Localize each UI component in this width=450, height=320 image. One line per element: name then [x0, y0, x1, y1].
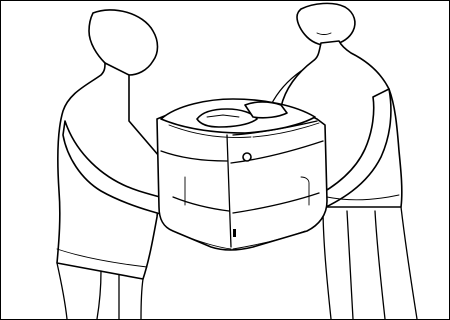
person-left-head [89, 10, 158, 75]
printer-output-tray [245, 102, 287, 118]
printer [157, 99, 327, 250]
printer-power-button [243, 153, 251, 161]
printer-slot-mark [233, 229, 236, 237]
person-right-head [297, 3, 355, 45]
person-right-legs [323, 207, 417, 319]
person-left-torso [57, 63, 165, 279]
